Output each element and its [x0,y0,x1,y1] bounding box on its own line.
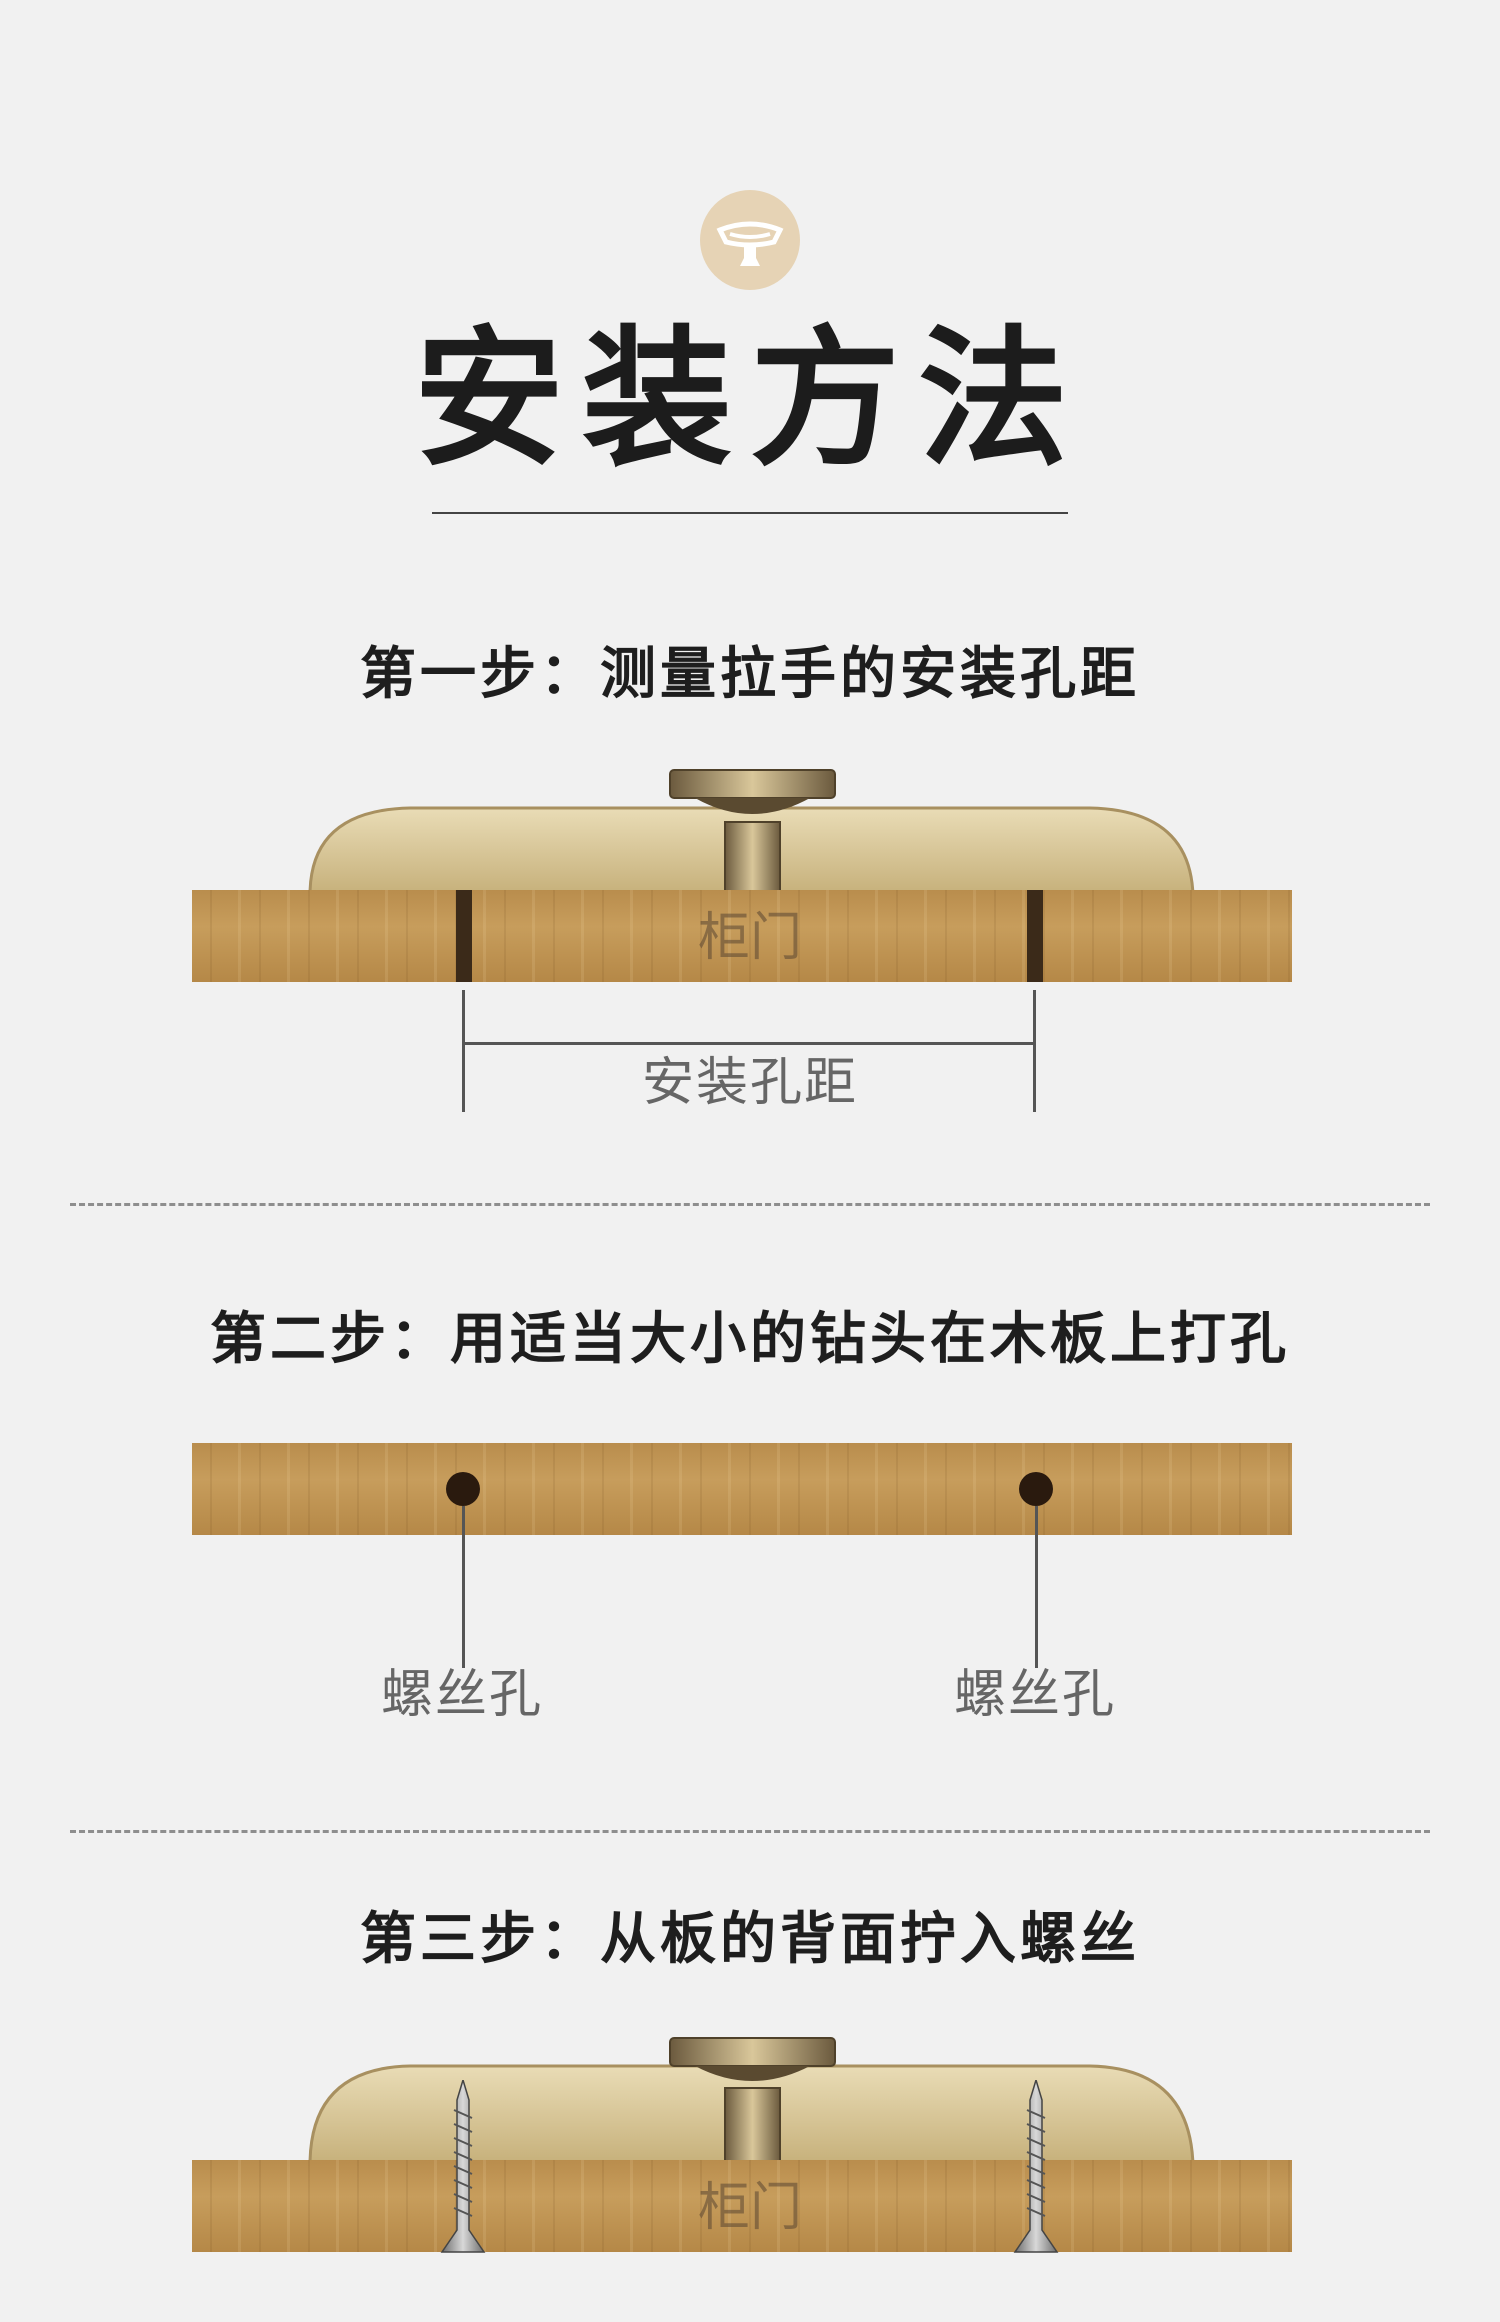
page-title: 安装方法 [413,313,1086,487]
leader-line-right [1035,1506,1038,1668]
screw-hole-label-right: 螺丝孔 [953,1665,1116,1725]
section-divider-2 [70,1830,1430,1833]
hole-slot-left [456,890,472,982]
screw-hole-label-left: 螺丝孔 [380,1665,543,1725]
knob-icon [716,221,784,266]
cabinet-door-label-3: 柜门 [697,2178,802,2238]
dimension-line-horizontal [462,1042,1036,1045]
cabinet-door-label-1: 柜门 [697,908,802,968]
screw-hole-left [446,1472,480,1506]
handle-illustration-1 [308,769,1195,898]
handle-illustration-3 [308,2037,1195,2169]
screw-left-icon [440,2080,486,2253]
screw-hole-right [1019,1472,1053,1506]
logo-badge [700,190,800,290]
title-underline [432,512,1068,514]
screw-right-icon [1013,2080,1059,2253]
step-1-title: 第一步：测量拉手的安装孔距 [360,642,1140,707]
wood-board-2 [192,1443,1292,1535]
hole-slot-right [1027,890,1043,982]
dimension-line-right [1033,990,1036,1112]
dimension-line-left [462,990,465,1112]
cabinet-door-board-1 [192,890,1292,982]
leader-line-left [462,1506,465,1668]
step-3-title: 第三步：从板的背面拧入螺丝 [360,1907,1140,1972]
hole-distance-label: 安装孔距 [641,1053,858,1113]
cabinet-door-board-3 [192,2160,1292,2252]
section-divider-1 [70,1203,1430,1206]
step-2-title: 第二步：用适当大小的钻头在木板上打孔 [210,1307,1290,1372]
